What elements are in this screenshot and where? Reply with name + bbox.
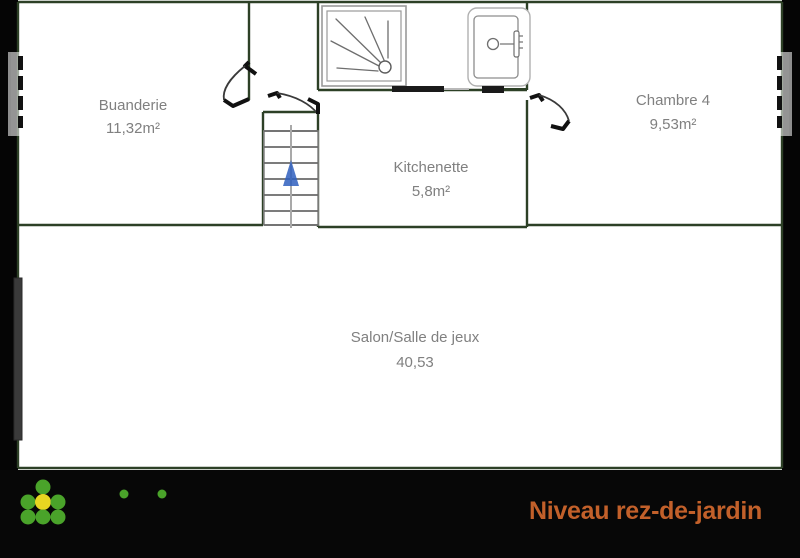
door-bathroom-right xyxy=(482,86,527,93)
logo-dot xyxy=(50,494,66,510)
room-area-buanderie: 11,32m² xyxy=(106,120,160,137)
stair-up-arrow-icon xyxy=(283,160,299,186)
logo-dot xyxy=(20,494,36,510)
logo-dot-small xyxy=(157,489,167,499)
sink-drain-icon xyxy=(486,37,500,51)
sink-fixture xyxy=(467,7,531,87)
window-left xyxy=(8,52,24,136)
window-right xyxy=(776,52,792,136)
door-bathroom-left xyxy=(392,86,469,92)
room-area-chambre4: 9,53m² xyxy=(650,116,697,133)
door-kitchenette xyxy=(267,91,320,115)
room-label-buanderie: Buanderie xyxy=(99,97,167,114)
door-salon-left xyxy=(13,277,23,441)
door-buanderie xyxy=(222,60,258,108)
company-logo xyxy=(20,479,167,525)
logo-dot xyxy=(35,479,51,495)
logo-dot xyxy=(35,509,51,525)
room-label-kitchenette: Kitchenette xyxy=(393,159,468,176)
door-chambre4 xyxy=(529,93,571,131)
room-area-salon: 40,53 xyxy=(396,354,434,371)
shower-drain-icon xyxy=(378,60,392,74)
footer-bar xyxy=(0,470,800,558)
logo-dot xyxy=(20,509,36,525)
logo-dot-center xyxy=(35,494,51,510)
room-label-salon: Salon/Salle de jeux xyxy=(351,329,480,346)
room-label-chambre4: Chambre 4 xyxy=(636,92,710,109)
staircase xyxy=(263,125,319,228)
logo-dot xyxy=(50,509,66,525)
logo-dot-small xyxy=(119,489,129,499)
level-title: Niveau rez-de-jardin xyxy=(529,497,762,525)
faucet-icon xyxy=(500,30,523,58)
shower-spray-lines xyxy=(330,16,389,72)
room-area-kitchenette: 5,8m² xyxy=(412,183,450,200)
shower-fixture xyxy=(321,5,407,87)
